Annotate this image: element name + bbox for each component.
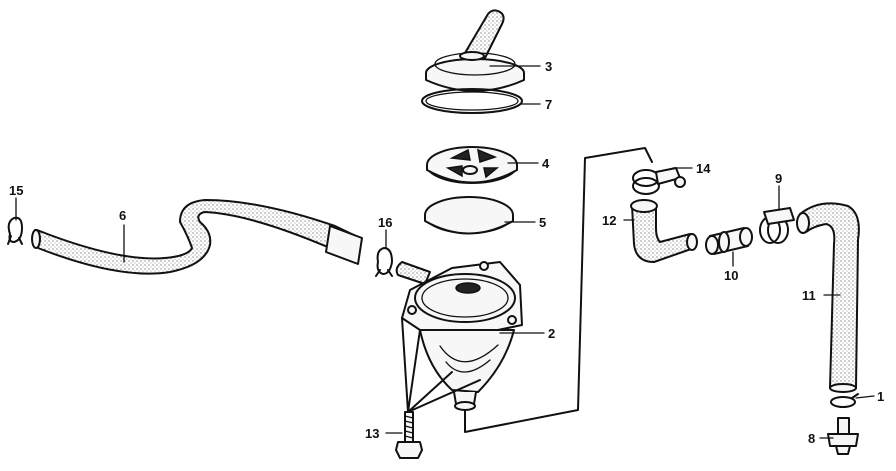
callout-8: 7 [545,97,552,112]
callout-15: 15 [9,183,23,198]
part-fitting [827,417,859,455]
part-filter-element [424,196,514,235]
callout-4: 4 [542,156,550,171]
part-hose-11 [796,202,860,393]
part-clamp-14 [632,167,686,195]
part-body [395,261,523,411]
part-clamp-9 [759,207,795,244]
callout-7: 8 [808,431,815,446]
callout-12: 12 [602,213,616,228]
callout-11: 11 [802,288,816,303]
callout-10: 10 [724,268,738,283]
callout-3: 3 [545,59,552,74]
part-elbow-hose [630,199,698,263]
callout-labels: 3 7 4 5 2 6 15 16 14 12 10 9 11 1 8 13 [9,59,884,446]
line-route [464,147,653,433]
part-bolt [395,411,423,459]
callout-14: 14 [696,161,711,176]
part-o-ring [421,88,523,114]
part-screen [426,146,518,184]
part-connector [705,227,753,255]
callout-2: 2 [548,326,555,341]
callout-1: 1 [877,389,884,404]
part-hose-long [31,199,363,275]
part-clip-1 [830,393,859,408]
callout-6: 6 [119,208,126,223]
part-clip-16 [375,247,393,277]
callout-16: 16 [378,215,392,230]
bolt-leader-lines [401,317,481,413]
callout-5: 5 [539,215,546,230]
callout-9: 9 [775,171,782,186]
leader-lines [15,65,875,439]
part-cover [425,9,525,92]
callout-13: 13 [365,426,379,441]
part-clip-15 [7,216,23,245]
